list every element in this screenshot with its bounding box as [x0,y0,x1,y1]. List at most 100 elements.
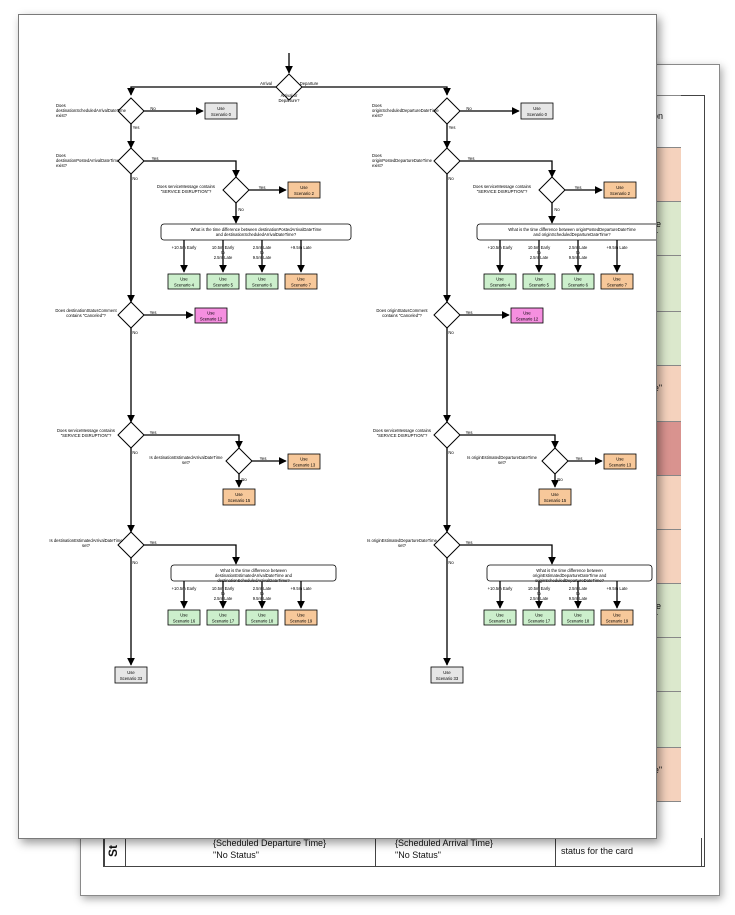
scenario-label: Scenario 33 [120,676,143,681]
question-estimated: Is destinationEstimatedArrivalDateTime [49,538,123,543]
decision-diamond [433,531,461,559]
question-disruption: "SERVICE DISRUPTION"? [61,433,112,438]
scenario-box [483,273,517,290]
question-box [160,223,352,241]
scenario-use-label: Use [300,185,308,190]
connector-line [144,544,240,565]
departure-label: Departure [300,81,319,86]
yes-label: Yes [466,430,473,435]
scenario-use-label: Use [496,277,504,282]
scenario-label: Scenario 33 [436,676,459,681]
decision-diamond [433,301,461,329]
scenario-use-label: Use [496,613,504,618]
no-label: No [238,207,244,212]
question-text: and originScheduledDepartureDateTime? [533,232,611,237]
connector-line [460,160,556,178]
no-label: No [150,106,156,111]
question-disruption: Does serviceMessage contains [57,428,115,433]
scenario-label: Scenario 6 [568,283,589,288]
yes-label: Yes [260,456,267,461]
scenario-use-label: Use [207,311,215,316]
scenario-label: Scenario 12 [516,317,539,322]
scenario-box [245,609,279,626]
scenario-use-label: Use [180,613,188,618]
decision-diamond [538,176,566,204]
yes-label: Yes [575,185,582,190]
scenario-use-label: Use [219,277,227,282]
question-text: What is the time difference between dest… [191,227,322,232]
question-scheduled: exist? [56,113,68,118]
scenario-use-label: Use [235,492,243,497]
scenario-label: Scenario 16 [173,619,196,624]
scenario-box [520,102,554,120]
yes-label: Yes [150,540,157,545]
scenario-label: Scenario 19 [606,619,629,624]
no-label: No [132,176,138,181]
scenario-label: Scenario 13 [293,463,316,468]
scenario-label: Scenario 17 [212,619,235,624]
scenario-box [510,307,544,324]
yes-label: Yes [259,185,266,190]
yes-label: Yes [468,156,475,161]
footer-arrival-status: "No Status" [395,850,441,860]
question-canceled: contains "Canceled"? [382,313,422,318]
scenario-use-label: Use [297,277,305,282]
question-disruption: Does serviceMessage contains [373,428,431,433]
question-canceled: Does originStatusComment [376,308,428,313]
scenario-label: Scenario 12 [200,317,223,322]
question-disruption: "SERVICE DISRUPTION"? [377,433,428,438]
decision-diamond [117,301,145,329]
arrival-label: Arrival [260,81,272,86]
scenario-box [206,609,240,626]
scenario-label: Scenario 18 [251,619,274,624]
question-posted: destinationPostedArrivalDateTime [56,158,120,163]
question-posted: Does [372,153,382,158]
yes-label: Yes [150,310,157,315]
scenario-label: Scenario 18 [567,619,590,624]
scenario-use-label: Use [180,277,188,282]
decision-diamond [541,447,569,475]
question-disruption: Does serviceMessage contains [473,184,531,189]
scenario-label: Scenario 17 [528,619,551,624]
scenario-box [114,666,148,684]
question-text: and destinationScheduledArrivalDateTime? [216,232,297,237]
back-table-footer-row: St {Scheduled Departure Time} "No Status… [104,838,702,867]
scenario-box [245,273,279,290]
yes-label: Yes [449,125,456,130]
question-scheduled: originScheduledDepartureDateTime [372,108,439,113]
question-text: What is the time difference between [536,568,603,573]
footer-status-note: status for the card [561,846,634,856]
connector-line [144,160,240,178]
scenario-label: Scenario 19 [290,619,313,624]
question-text: destinationScheduledArrivalDateTime? [217,578,290,583]
scenario-box [561,609,595,626]
no-label: No [448,176,454,181]
question-posted: originPostedDepartureDateTime [372,158,433,163]
question-estimated-set: set? [182,460,191,465]
scenario-label: Scenario 7 [607,283,628,288]
question-canceled: Does destinationStatusComment [55,308,117,313]
scenario-box [204,102,238,120]
scenario-label: Scenario 4 [174,283,195,288]
scenario-use-label: Use [613,277,621,282]
scenario-use-label: Use [297,613,305,618]
question-posted: Does [56,153,66,158]
scenario-label: Scenario 6 [252,283,273,288]
scenario-box [194,307,228,324]
scenario-box [522,273,556,290]
question-estimated: set? [82,543,91,548]
scenario-use-label: Use [523,311,531,316]
question-estimated-set: set? [498,460,507,465]
question-disruption: "SERVICE DISRUPTION"? [161,189,212,194]
scenario-box [600,273,634,290]
no-label: No [554,207,560,212]
question-disruption: "SERVICE DISRUPTION"? [477,189,528,194]
scenario-use-label: Use [535,613,543,618]
scenario-use-label: Use [613,613,621,618]
question-text: destinationEstimatedArrivalDateTime and [215,573,293,578]
scenario-box [561,273,595,290]
no-label: No [241,477,247,482]
no-label: No [557,477,563,482]
footer-side-label: St [106,845,120,857]
yes-label: Yes [152,156,159,161]
